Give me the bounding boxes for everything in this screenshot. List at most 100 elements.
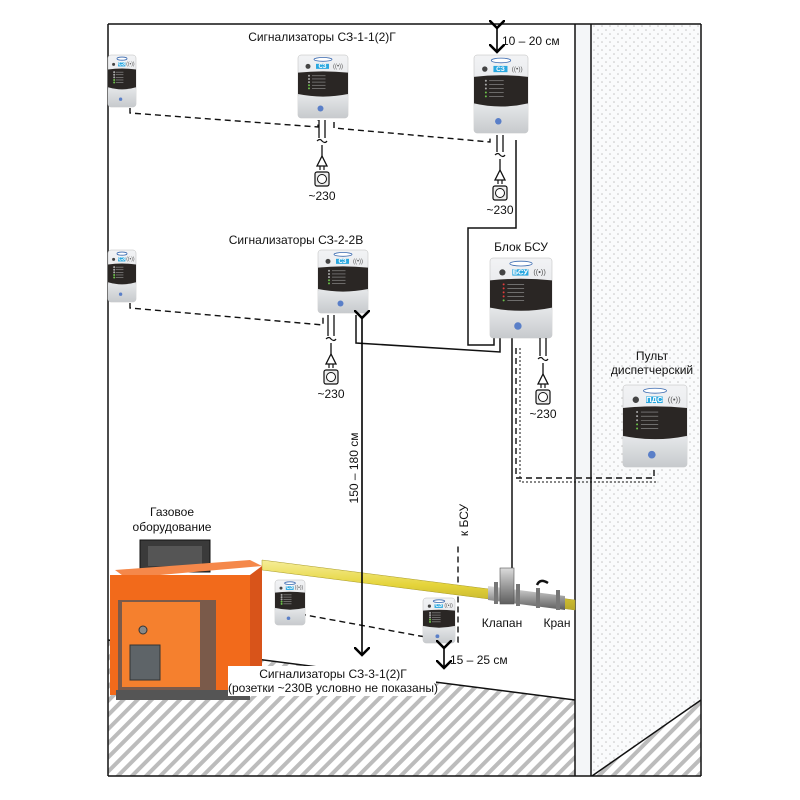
- status-led-icon: [280, 593, 283, 596]
- brand-logo-icon: [116, 56, 128, 61]
- sensor-icon: [499, 269, 506, 276]
- brand-logo-icon: [116, 251, 128, 256]
- status-led-icon: [308, 84, 310, 87]
- devices: СЗ((•))СЗ((•))СЗ((•))СЗ((•))СЗ((•))БСУ((…: [107, 54, 688, 644]
- sensor-icon: [279, 586, 283, 590]
- status-led-icon: [502, 291, 505, 294]
- brand-logo-icon: [333, 252, 353, 257]
- status-led-icon: [328, 282, 330, 285]
- cable-break-icon: [494, 152, 506, 158]
- maker-logo-icon: [118, 97, 123, 101]
- sound-icon: ((•)): [353, 259, 363, 265]
- device-badge: [512, 269, 529, 276]
- device-badge-text: СЗ: [118, 257, 125, 263]
- boiler-base: [116, 690, 250, 700]
- sound-icon: ((•)): [126, 62, 135, 68]
- status-led-icon: [113, 271, 116, 274]
- status-led-icon: [113, 78, 116, 81]
- sensor-icon: [482, 66, 488, 72]
- status-led-icon: [502, 295, 505, 298]
- voltage-label: ~230: [529, 407, 556, 421]
- detector-sz2-middle: СЗ((•)): [317, 249, 369, 314]
- status-led-icon: [429, 620, 432, 623]
- device-badge-text: СЗ: [118, 62, 125, 68]
- wire-console-dotted: [519, 348, 658, 483]
- wire-sz22-to-bsu: [355, 315, 501, 353]
- status-led-icon: [328, 276, 330, 279]
- status-led-icon: [502, 283, 505, 286]
- status-led-icon: [328, 272, 330, 275]
- device-dark-panel: [490, 278, 552, 311]
- brand-logo-icon: [509, 260, 533, 267]
- status-led-icon: [429, 616, 432, 619]
- socket-bsu: ~230: [529, 338, 557, 421]
- status-led-icon: [636, 411, 639, 414]
- device-badge: [434, 604, 443, 608]
- device-badge-text: СЗ: [496, 66, 505, 73]
- sound-icon: ((•)): [295, 585, 304, 591]
- device-bottom-panel: [423, 625, 455, 643]
- status-led-icon: [280, 598, 283, 601]
- brand-logo-icon: [490, 57, 512, 64]
- status-led-icon: [308, 77, 310, 80]
- device-bottom-panel: [275, 607, 305, 625]
- ceiling-dim-label: 10 – 20 см: [502, 34, 560, 48]
- device-badge-text: ПДС: [646, 395, 663, 404]
- detector-sz3-left: СЗ((•)): [274, 579, 306, 626]
- device-dark-panel: [298, 71, 348, 97]
- status-led-icon: [308, 74, 310, 77]
- device-bottom-panel: [108, 87, 136, 107]
- maker-logo-icon: [495, 118, 502, 125]
- sensor-icon: [112, 62, 116, 66]
- brand-logo-icon: [313, 57, 333, 62]
- socket-group2: ~230: [317, 315, 345, 401]
- status-led-icon: [280, 596, 283, 599]
- status-led-icon: [484, 79, 487, 82]
- sound-icon: ((•)): [333, 64, 343, 70]
- door-knob: [138, 625, 148, 635]
- device-badge: [646, 396, 663, 404]
- gas-equipment-title-2: оборудование: [133, 520, 212, 534]
- sensor-icon: [305, 63, 311, 69]
- group3-title: Сигнализаторы СЗ-3-1(2)Г: [259, 667, 407, 681]
- device-dark-panel: [108, 263, 136, 285]
- wire-to-console: [515, 348, 655, 479]
- device-badge-text: БСУ: [513, 267, 529, 276]
- status-led-icon: [484, 95, 487, 98]
- status-led-icon: [113, 276, 116, 279]
- burner-detail: [148, 546, 202, 566]
- floor-dim-label: 15 – 25 см: [450, 653, 508, 667]
- sound-icon: ((•)): [533, 267, 546, 276]
- status-led-icon: [328, 279, 330, 282]
- wall-gap: [575, 24, 591, 776]
- maker-logo-icon: [647, 450, 656, 459]
- boiler-side: [250, 566, 262, 695]
- device-badge: [493, 65, 508, 73]
- plug-icon: [493, 168, 507, 181]
- sensor-icon: [112, 257, 116, 261]
- group3-note: (розетки ~230В условно не показаны): [228, 681, 438, 695]
- maker-logo-icon: [337, 300, 344, 307]
- status-led-icon: [113, 268, 116, 271]
- device-bottom-panel: [108, 282, 136, 302]
- device-dark-panel: [474, 75, 528, 107]
- status-led-icon: [308, 81, 310, 84]
- device-bottom-panel: [318, 289, 368, 313]
- wire-bsu-to-console-dotted: [519, 348, 658, 483]
- gas-equipment-title-1: Газовое: [150, 505, 194, 519]
- status-led-icon: [484, 83, 487, 86]
- solenoid-valve: [499, 567, 515, 605]
- status-led-icon: [113, 81, 116, 84]
- maker-logo-icon: [286, 616, 291, 621]
- wire-top-detector-to-bsu: [467, 140, 517, 346]
- device-badge: [285, 586, 294, 590]
- text-labels: Сигнализаторы СЗ-1-1(2)Г 10 – 20 см Сигн…: [133, 30, 693, 696]
- maker-logo-icon: [435, 634, 440, 639]
- status-led-icon: [113, 273, 116, 276]
- device-badge-text: СЗ: [435, 603, 442, 609]
- tap-label: Кран: [544, 616, 571, 630]
- wire-group1-a: [129, 108, 319, 128]
- status-led-icon: [636, 427, 639, 430]
- cable-break-icon: [316, 138, 328, 144]
